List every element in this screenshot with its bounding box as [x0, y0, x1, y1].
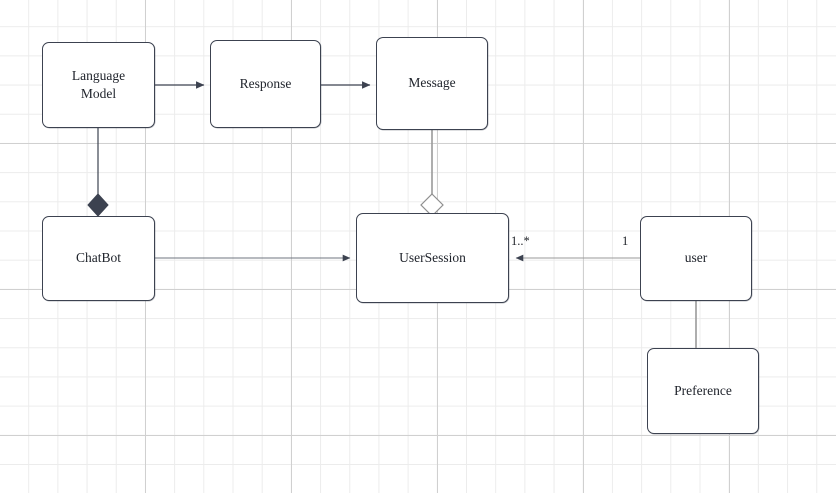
node-language-model[interactable]: Language Model: [42, 42, 155, 128]
edge-label-multiplicity-source: 1: [622, 234, 629, 248]
node-user-session[interactable]: UserSession: [356, 213, 509, 303]
node-preference[interactable]: Preference: [647, 348, 759, 434]
node-label-preference: Preference: [674, 382, 732, 398]
node-chatbot[interactable]: ChatBot: [42, 216, 155, 301]
node-message[interactable]: Message: [376, 37, 488, 130]
edge-message-to-usersession: [420, 130, 444, 217]
edge-label-multiplicity-target: 1..*: [511, 234, 530, 248]
node-user[interactable]: user: [640, 216, 752, 301]
node-label-user: user: [684, 250, 708, 266]
node-label-message: Message: [408, 75, 456, 91]
node-label-chatbot: ChatBot: [75, 250, 121, 266]
node-response[interactable]: Response: [210, 40, 321, 128]
filled-diamond-icon: [87, 193, 109, 217]
node-label-user-session: UserSession: [399, 249, 466, 265]
edge-language-model-to-chatbot: [87, 128, 109, 217]
node-label-response: Response: [239, 75, 292, 91]
node-label-language-model: Language Model: [71, 67, 126, 101]
